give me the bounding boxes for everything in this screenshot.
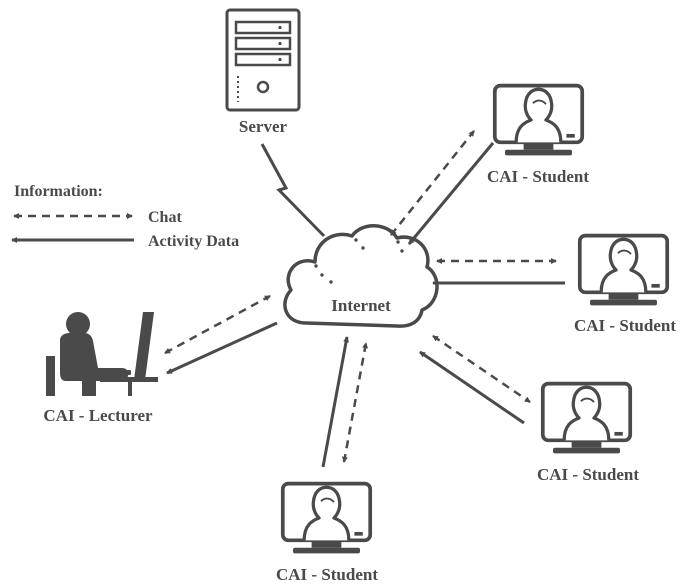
internet-label: Internet — [331, 296, 391, 315]
student-node-1: CAI - Student — [487, 86, 589, 186]
student1-activity-arrow — [407, 142, 495, 245]
lecturer-label: CAI - Lecturer — [43, 406, 153, 425]
internet-node: Internet — [283, 224, 439, 328]
student3-chat-arrow — [432, 334, 531, 404]
student-label: CAI - Student — [487, 167, 589, 186]
server-link — [260, 143, 326, 238]
lecturer-activity-arrow — [166, 321, 278, 375]
student-node-3: CAI - Student — [537, 384, 639, 484]
server-label: Server — [239, 117, 288, 136]
lecturer-icon — [46, 312, 158, 396]
student4-chat-arrow — [341, 342, 369, 463]
lecturer-node: CAI - Lecturer — [43, 312, 158, 425]
legend-title: Information: — [14, 183, 103, 200]
student-node-2: CAI - Student — [574, 236, 676, 335]
student-monitor-icon — [543, 384, 630, 454]
student-label: CAI - Student — [574, 316, 676, 335]
legend-activity-label: Activity Data — [148, 233, 239, 250]
student-monitor-icon — [580, 236, 667, 306]
cloud-icon — [283, 224, 439, 328]
connections — [164, 130, 565, 468]
student3-activity-arrow — [419, 350, 525, 425]
server-icon — [225, 8, 301, 112]
student-monitor-icon — [495, 86, 582, 156]
lecturer-chat-arrow — [164, 294, 271, 355]
student-label: CAI - Student — [537, 465, 639, 484]
student4-activity-arrow — [321, 336, 350, 468]
legend-chat-label: Chat — [148, 209, 182, 226]
student-monitor-icon — [283, 484, 370, 554]
cloud-dots — [314, 238, 404, 284]
server-node: Server — [225, 8, 301, 136]
legend: Information: Chat Activity Data — [11, 183, 239, 250]
student-label: CAI - Student — [276, 565, 378, 584]
student-node-4: CAI - Student — [276, 484, 378, 584]
